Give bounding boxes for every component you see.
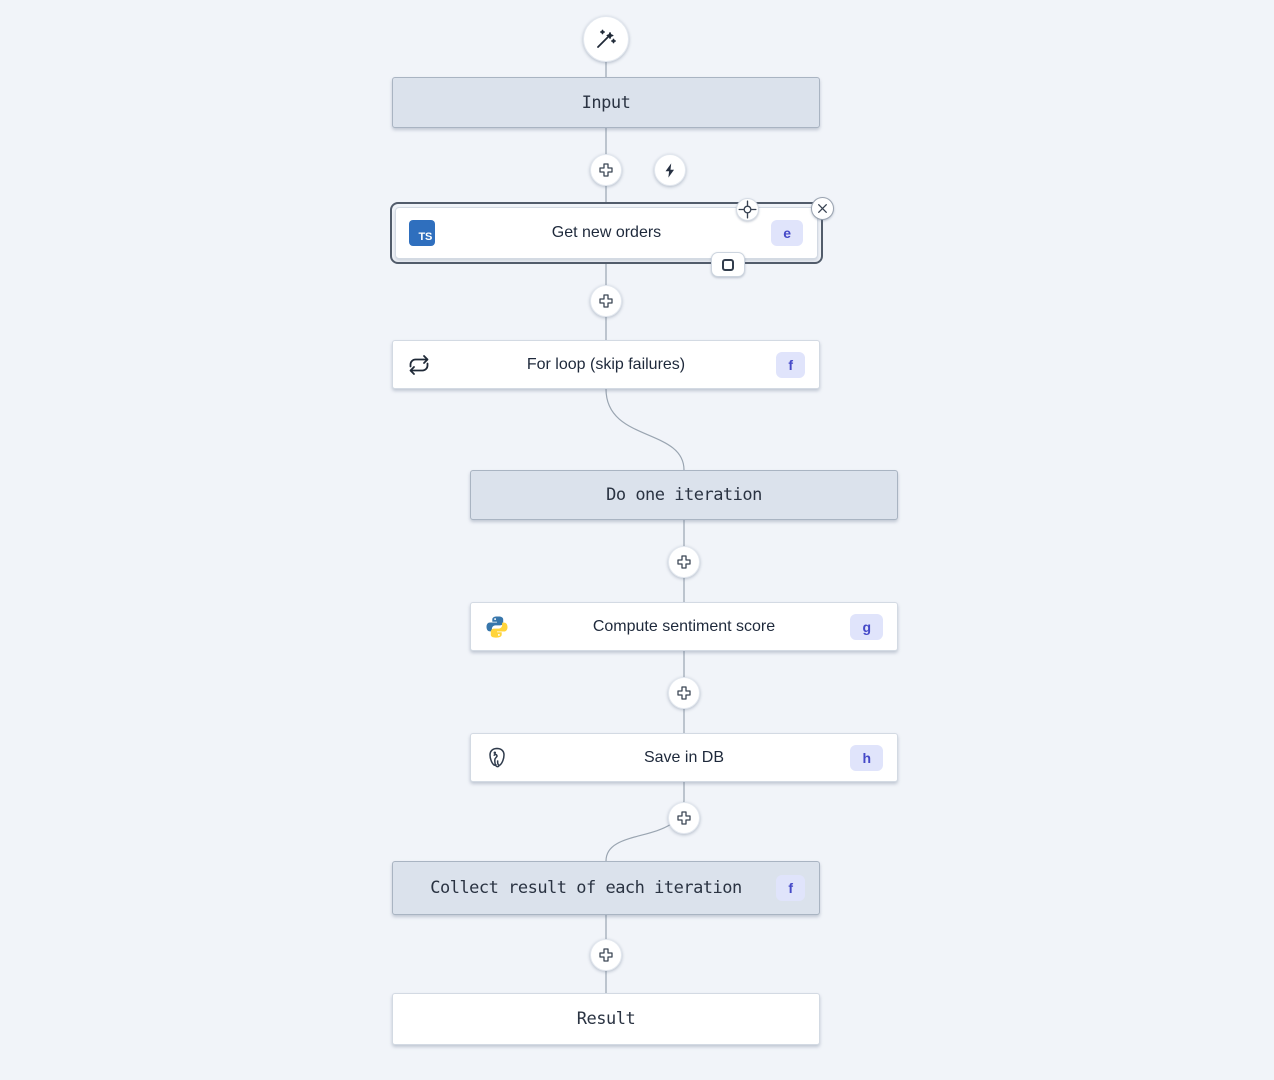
node-do-one-iteration[interactable]: Do one iteration <box>470 470 898 520</box>
move-step-handle[interactable] <box>736 198 759 221</box>
add-step-button[interactable] <box>590 939 622 971</box>
typescript-icon: TS <box>409 220 435 246</box>
add-step-button[interactable] <box>590 285 622 317</box>
plus-icon <box>677 811 691 825</box>
add-step-button[interactable] <box>668 546 700 578</box>
checkbox-square-icon <box>722 258 734 271</box>
node-label: Save in DB <box>643 748 725 766</box>
node-label: For loop (skip failures) <box>526 355 686 373</box>
lightning-bolt-icon <box>665 162 674 178</box>
ai-flow-button[interactable] <box>583 16 629 62</box>
plus-icon <box>599 163 613 177</box>
add-step-button[interactable] <box>590 154 622 186</box>
node-result[interactable]: Result <box>392 993 820 1045</box>
loop-icon <box>406 352 432 378</box>
step-id-badge: e <box>771 220 803 246</box>
move-crosshair-icon <box>738 200 757 219</box>
step-id-badge: f <box>776 875 805 901</box>
plus-icon <box>599 294 613 308</box>
node-label: Input <box>581 92 631 113</box>
add-step-button[interactable] <box>668 677 700 709</box>
magic-wand-icon <box>597 29 616 48</box>
expand-toggle-button[interactable] <box>711 252 745 277</box>
step-id-badge: f <box>776 351 805 378</box>
close-icon <box>818 204 827 213</box>
node-compute-sentiment-score[interactable]: Compute sentiment score g <box>470 602 898 651</box>
node-collect-result[interactable]: Collect result of each iteration f <box>392 861 820 915</box>
node-input[interactable]: Input <box>392 77 820 128</box>
plus-icon <box>599 948 613 962</box>
node-label: Get new orders <box>551 224 662 241</box>
trigger-button[interactable] <box>654 154 686 186</box>
node-label: Result <box>576 1009 636 1029</box>
node-label: Collect result of each iteration <box>430 878 742 898</box>
step-id-badge: h <box>850 744 883 771</box>
plus-icon <box>677 555 691 569</box>
step-id-badge: g <box>850 613 883 640</box>
node-save-in-db[interactable]: Save in DB h <box>470 733 898 782</box>
node-get-new-orders[interactable]: TS Get new orders e <box>390 197 834 277</box>
remove-step-button[interactable] <box>811 197 834 220</box>
node-label: Compute sentiment score <box>592 617 776 635</box>
node-label: Do one iteration <box>606 485 762 505</box>
postgresql-icon <box>484 745 510 771</box>
node-for-loop[interactable]: For loop (skip failures) f <box>392 340 820 389</box>
plus-icon <box>677 686 691 700</box>
python-icon <box>484 614 510 640</box>
add-step-button[interactable] <box>668 802 700 834</box>
